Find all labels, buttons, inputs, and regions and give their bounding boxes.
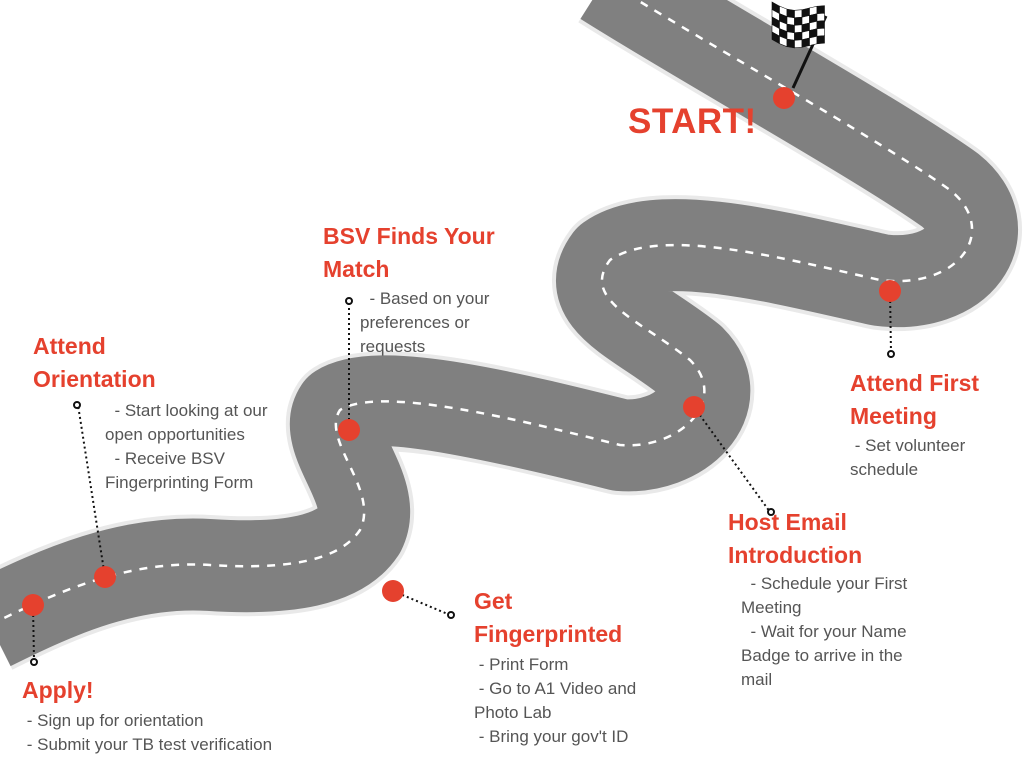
- flag-square: [794, 31, 803, 41]
- step-desc-orientation-2: open opportunities: [105, 425, 245, 444]
- step-desc-fingerprint-2: - Go to A1 Video and: [474, 679, 637, 698]
- marker-fingerprint: [382, 580, 404, 602]
- step-title-orientation: Attend Orientation: [33, 333, 156, 392]
- checkered-flag: [771, 1, 825, 49]
- start-label: START!: [628, 102, 757, 141]
- flag-square: [794, 16, 803, 26]
- marker-apply: [22, 594, 44, 616]
- road: [0, 0, 1022, 670]
- step-desc-match-3: requests: [360, 337, 426, 356]
- leader-end-match: [345, 297, 353, 305]
- step-title-apply: Apply!: [22, 677, 94, 703]
- step-apply: Apply! - Sign up for orientation - Submi…: [22, 674, 272, 757]
- leader-endpoints: [30, 297, 895, 666]
- flag-square: [816, 35, 825, 45]
- leader-end-meeting: [887, 350, 895, 358]
- step-desc-email-2: Meeting: [741, 598, 802, 617]
- leader-line-email: [693, 406, 771, 513]
- flag-square: [816, 5, 825, 15]
- leader-end-email: [767, 508, 775, 516]
- step-desc-meeting-1: - Set volunteer: [850, 436, 966, 455]
- flag-square: [794, 9, 803, 19]
- step-fingerprint: Get Fingerprinted - Print Form - Go to A…: [474, 585, 636, 749]
- step-desc-email-1: - Schedule your First: [741, 574, 908, 593]
- step-meeting: Attend First Meeting - Set volunteer sch…: [850, 367, 979, 482]
- step-desc-fingerprint-1: - Print Form: [474, 655, 569, 674]
- step-desc-email-4: Badge to arrive in the: [741, 646, 903, 665]
- step-desc-match-1: - Based on your: [360, 289, 490, 308]
- milestone-markers: [22, 87, 901, 616]
- marker-match: [338, 419, 360, 441]
- flag-square: [786, 38, 795, 49]
- step-desc-email-5: mail: [741, 670, 773, 689]
- lane-divider: [0, 0, 972, 625]
- step-orientation: Attend Orientation: [33, 330, 156, 396]
- flag-square: [816, 20, 825, 30]
- step-desc-orientation-4: Fingerprinting Form: [105, 473, 254, 492]
- step-desc-fingerprint-3: Photo Lab: [474, 703, 552, 722]
- step-match-details: - Based on your preferences or requests: [360, 287, 489, 359]
- marker-orientation: [94, 566, 116, 588]
- step-email-details: - Schedule your First Meeting - Wait for…: [741, 572, 907, 692]
- flag-square: [809, 35, 818, 46]
- marker-start: [773, 87, 795, 109]
- flag-square: [816, 27, 825, 37]
- flag-square: [794, 24, 803, 34]
- leader-end-fingerprint: [447, 611, 455, 619]
- step-desc-match-2: preferences or: [360, 313, 470, 332]
- leader-line-apply: [32, 604, 35, 661]
- flag-square: [816, 12, 825, 22]
- flag-square: [801, 37, 810, 48]
- checkered-flag-icon: [771, 1, 828, 89]
- leader-end-orientation: [73, 401, 81, 409]
- leader-line-orientation: [77, 404, 106, 578]
- marker-meeting: [879, 280, 901, 302]
- step-desc-apply-2: - Submit your TB test verification: [22, 735, 273, 754]
- step-desc-orientation-1: - Start looking at our: [105, 401, 268, 420]
- step-match: BSV Finds Your Match: [323, 220, 495, 286]
- flag-square: [794, 39, 803, 49]
- leader-end-apply: [30, 658, 38, 666]
- step-email: Host Email Introduction: [728, 506, 862, 572]
- marker-email: [683, 396, 705, 418]
- step-title-match: BSV Finds Your Match: [323, 223, 495, 282]
- step-desc-meeting-2: schedule: [850, 460, 919, 479]
- step-title-fingerprint: Get Fingerprinted: [474, 588, 623, 647]
- step-desc-email-3: - Wait for your Name: [741, 622, 907, 641]
- step-title-meeting: Attend First Meeting: [850, 370, 980, 429]
- step-desc-apply-1: - Sign up for orientation: [22, 711, 204, 730]
- step-orientation-details: - Start looking at our open opportunitie…: [105, 399, 268, 495]
- step-desc-fingerprint-4: - Bring your gov't ID: [474, 727, 629, 746]
- step-title-email: Host Email Introduction: [728, 509, 863, 568]
- step-desc-orientation-3: - Receive BSV: [105, 449, 225, 468]
